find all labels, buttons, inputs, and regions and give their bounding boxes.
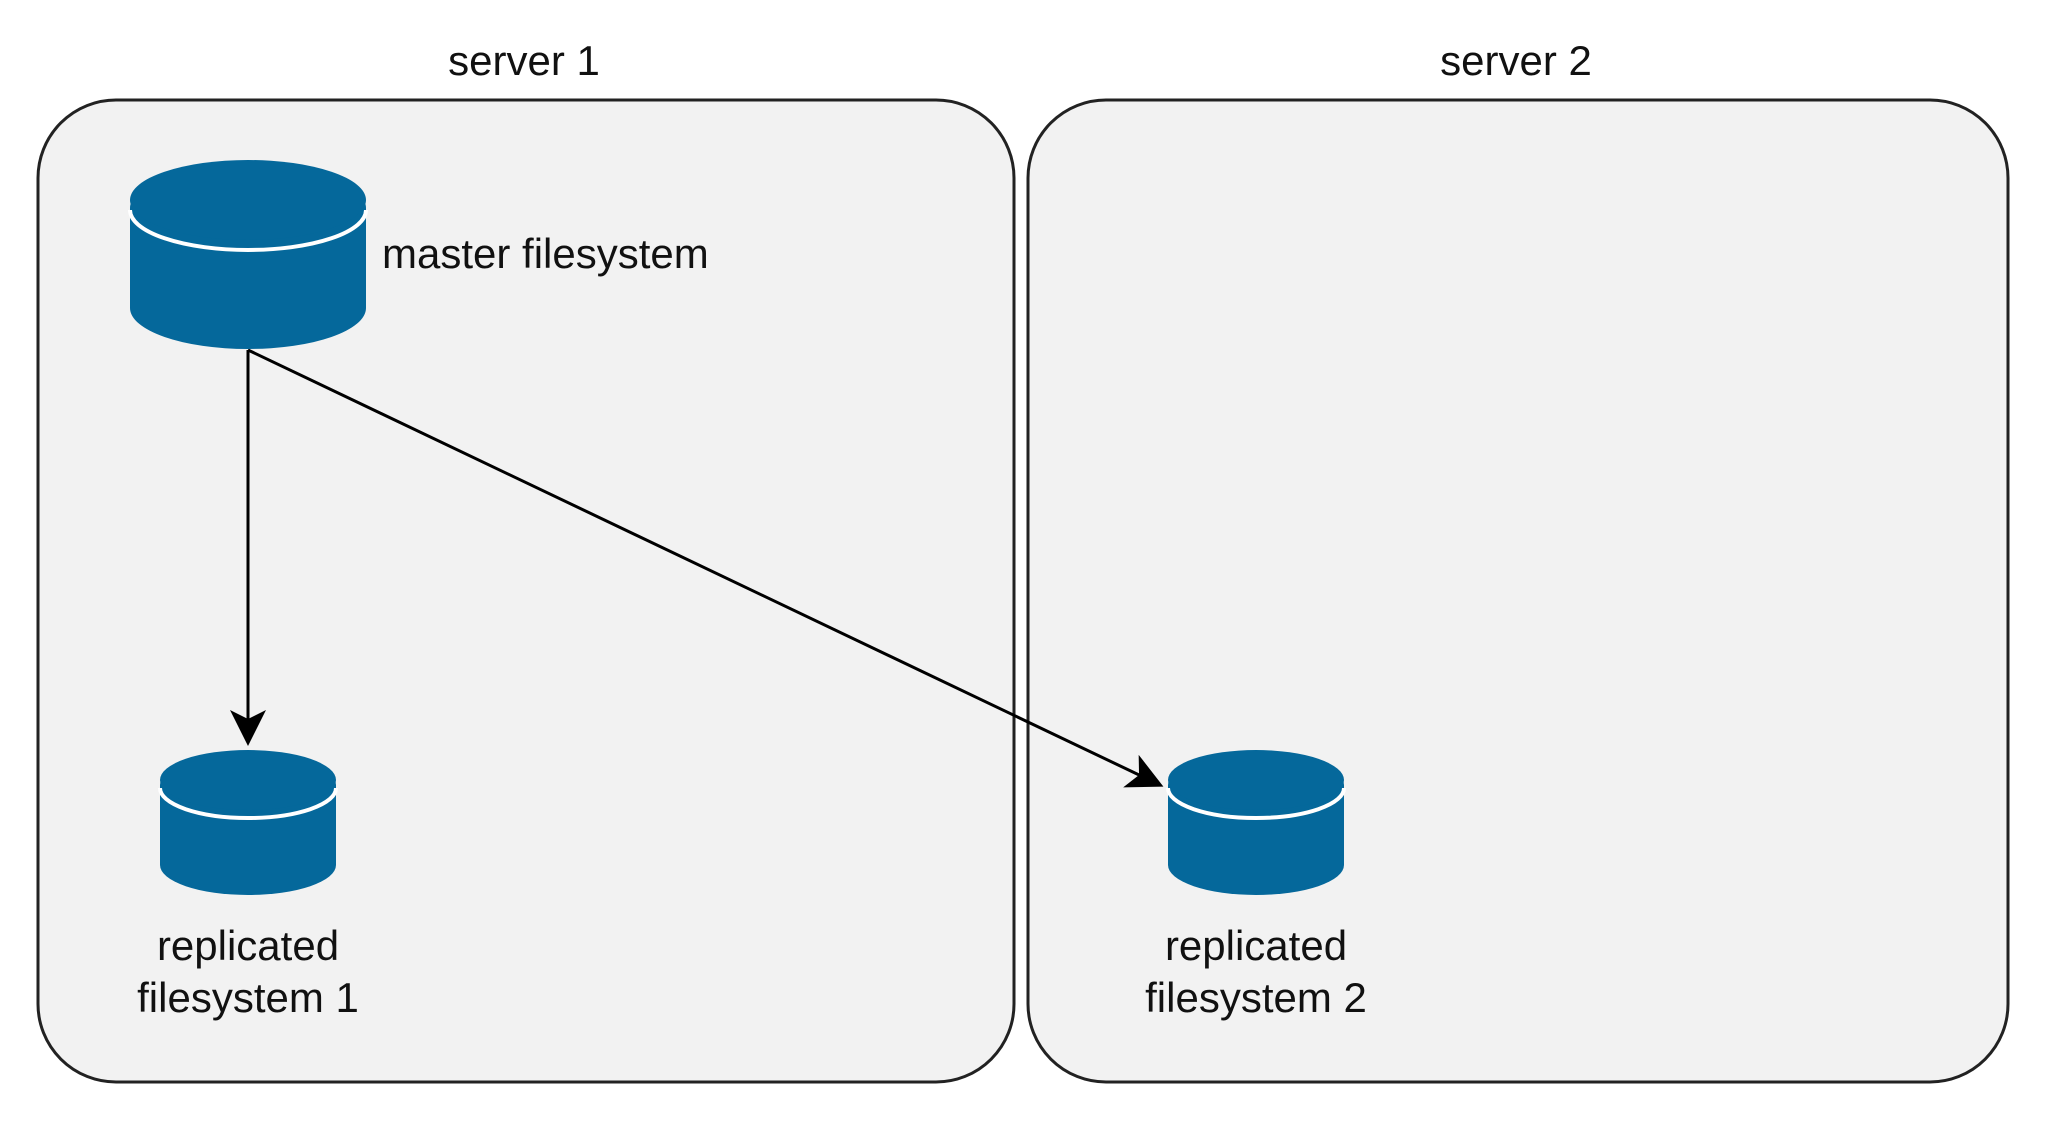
- replica2-label-line1: replicated: [1164, 922, 1348, 969]
- replica2-database-icon[interactable]: [1166, 750, 1346, 895]
- server-1-title: server 1: [448, 37, 600, 84]
- master-label-line1: master filesystem: [382, 230, 709, 277]
- master-label: master filesystem: [382, 228, 709, 280]
- edge-master-to-replica2: [247, 348, 1164, 788]
- replica2-label-line2: filesystem 2: [1145, 974, 1367, 1021]
- server-2-title: server 2: [1440, 37, 1592, 84]
- replica1-label-line2: filesystem 1: [137, 974, 359, 1021]
- replica1-label-line1: replicated: [156, 922, 340, 969]
- replica1-database-icon[interactable]: [158, 750, 338, 895]
- replica1-label: replicated filesystem 1: [48, 920, 448, 1024]
- replica2-label: replicated filesystem 2: [1056, 920, 1456, 1024]
- master-database-icon[interactable]: [128, 160, 368, 349]
